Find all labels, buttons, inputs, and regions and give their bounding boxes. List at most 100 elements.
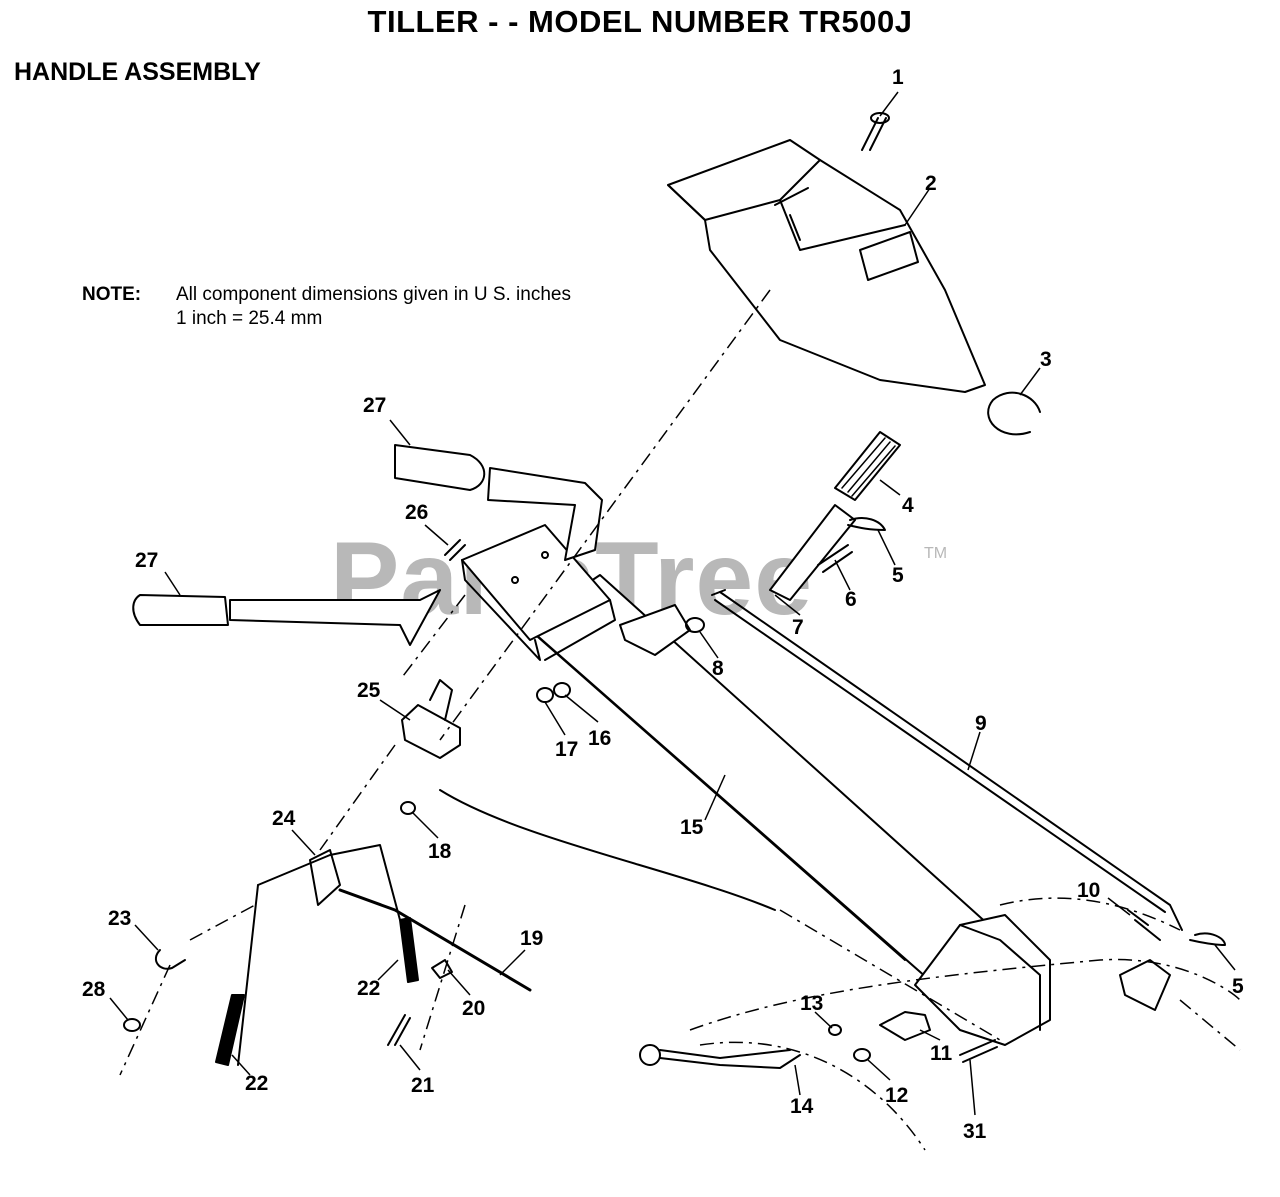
hidden-line-lever <box>319 744 396 851</box>
nut-part-18 <box>400 801 416 815</box>
watermark-trademark: TM <box>924 545 948 562</box>
dimension-note: NOTE: All component dimensions given in U… <box>82 283 571 331</box>
note-line-2: 1 inch = 25.4 mm <box>176 308 323 329</box>
lever-part-14 <box>639 1044 801 1069</box>
bolt-part-21 <box>387 1014 411 1046</box>
control-cable <box>439 789 776 911</box>
part-label-23: 23 <box>108 907 131 930</box>
leader-1 <box>879 91 899 117</box>
part-label-16: 16 <box>588 727 611 750</box>
part-label-24: 24 <box>272 807 296 830</box>
leader-16 <box>564 694 599 723</box>
bolt-part-26 <box>444 539 466 561</box>
note-line-1: All component dimensions given in U S. i… <box>176 284 571 305</box>
hairpin-part-5 <box>847 517 886 531</box>
right-bracket <box>1119 959 1171 1011</box>
grip-part-27-upper <box>394 444 486 491</box>
leader-31 <box>969 1059 976 1116</box>
cable-part-19 <box>338 888 532 992</box>
leader-5 <box>877 529 896 566</box>
leader-7 <box>774 594 801 616</box>
belt-guard-part-2 <box>667 139 986 393</box>
leader-10 <box>1107 897 1131 916</box>
part-label-2: 2 <box>925 172 937 195</box>
part-label-27b: 27 <box>135 549 158 572</box>
handlebar-upper <box>487 467 603 561</box>
part-label-19: 19 <box>520 927 543 950</box>
spacer-part-8 <box>685 617 705 633</box>
hidden-line-handle <box>399 594 466 681</box>
hidden-line-plate <box>779 909 1001 1041</box>
part-label-28: 28 <box>82 978 106 1001</box>
hairpin-part-5-right <box>1189 932 1226 946</box>
part-label-14: 14 <box>790 1095 814 1118</box>
leader-12 <box>867 1059 891 1081</box>
hidden-line-shield <box>439 289 771 741</box>
lever-part-7 <box>769 504 856 601</box>
bracket-part-11 <box>879 1011 931 1041</box>
shift-lever-part-24 <box>237 844 401 1066</box>
part-label-17: 17 <box>555 738 578 761</box>
part-label-9: 9 <box>975 712 987 735</box>
leader-14 <box>794 1064 801 1096</box>
bolt-part-1 <box>861 112 890 151</box>
end-plate <box>914 914 1051 1046</box>
washer-part-17 <box>536 687 554 703</box>
leader-4 <box>879 479 901 496</box>
clip-part-23 <box>154 949 186 970</box>
hidden-line-housing-c <box>999 897 1181 931</box>
hidden-line-cable <box>419 904 466 1051</box>
bolt-part-6 <box>817 544 853 573</box>
hidden-line-clip <box>189 904 256 941</box>
hidden-line-housing-a <box>689 958 1241 1031</box>
nut-part-12 <box>853 1048 871 1062</box>
leader-19 <box>499 949 526 976</box>
part-label-11: 11 <box>930 1042 953 1065</box>
leader-25 <box>379 699 411 721</box>
part-label-22a: 22 <box>357 977 380 1000</box>
grip-part-22-lower <box>215 994 245 1066</box>
leader-9 <box>967 731 981 771</box>
leader-2 <box>904 187 931 226</box>
part-label-31: 31 <box>963 1120 987 1143</box>
note-label: NOTE: <box>82 284 142 305</box>
leader-27b <box>164 571 181 596</box>
leader-11 <box>919 1029 941 1041</box>
leader-20 <box>447 969 471 996</box>
leader-6 <box>834 559 851 591</box>
part-label-7: 7 <box>792 616 804 639</box>
hidden-line-right <box>1179 999 1241 1051</box>
section-title: HANDLE ASSEMBLY <box>14 58 261 86</box>
grip-part-4 <box>834 431 901 501</box>
part-label-5: 5 <box>892 564 904 587</box>
part-label-3: 3 <box>1040 348 1052 371</box>
part-label-20: 20 <box>462 997 485 1020</box>
handle-bracket <box>461 524 616 661</box>
part-label-22b: 22 <box>245 1072 268 1095</box>
part-label-26: 26 <box>405 501 428 524</box>
leader-22a <box>377 959 399 981</box>
hidden-line-nut <box>119 964 171 1076</box>
part-label-15: 15 <box>680 816 704 839</box>
part-label-1: 1 <box>892 66 904 89</box>
shift-rod-part-9 <box>711 589 1183 931</box>
nut-part-28 <box>123 1018 141 1032</box>
part-label-8: 8 <box>712 657 724 680</box>
handle-tube-part-15 <box>524 574 1001 986</box>
leader-3 <box>1019 367 1041 396</box>
part-label-21: 21 <box>411 1074 435 1097</box>
leader-26 <box>424 524 449 546</box>
part-label-10: 10 <box>1077 879 1100 902</box>
part-label-12: 12 <box>885 1084 908 1107</box>
leader-8 <box>699 631 719 659</box>
grip-part-22-upper <box>399 917 419 983</box>
grip-part-27-lower <box>132 594 229 626</box>
clip-ring-part-3 <box>987 391 1041 436</box>
side-bracket <box>619 604 691 656</box>
handlebar-lower <box>229 589 441 646</box>
leader-27a <box>389 419 411 446</box>
control-bracket-part-25 <box>401 679 461 759</box>
nut-part-20 <box>431 959 453 979</box>
leader-22b <box>231 1054 251 1076</box>
